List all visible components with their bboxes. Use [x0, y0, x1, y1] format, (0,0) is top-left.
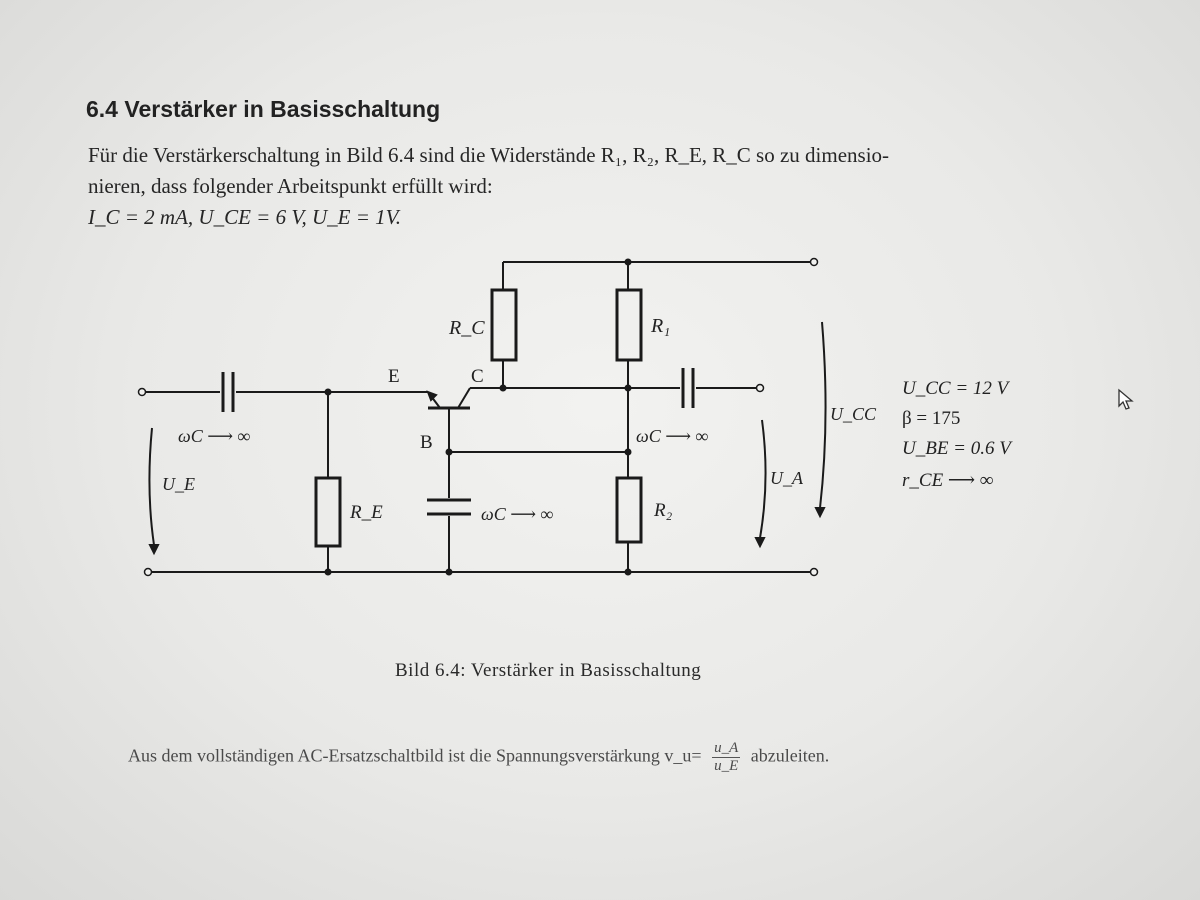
- mouse-cursor-icon: [1117, 388, 1135, 417]
- terminal-input: [137, 387, 147, 397]
- label-ucc: U_CC: [830, 404, 877, 424]
- label-wc-left: ωC ⟶ ∞: [178, 426, 250, 446]
- label-r1: R₁: [650, 315, 670, 337]
- terminal-supply: [809, 257, 819, 267]
- resistor-r1: [615, 288, 643, 362]
- label-re: R_E: [349, 502, 383, 523]
- arrow-ue: [148, 427, 155, 546]
- fraction-denominator: u_E: [714, 758, 739, 774]
- bottom-text-before: Aus dem vollständigen AC-Ersatzschaltbil…: [128, 745, 702, 766]
- bottom-text-after: abzuleiten.: [750, 745, 830, 766]
- terminal-ground: [809, 567, 819, 577]
- bottom-sentence: Aus dem vollständigen AC-Ersatzschaltbil…: [128, 740, 829, 775]
- figure-caption: Bild 6.4: Verstärker in Basisschaltung: [395, 660, 702, 681]
- section-title: Verstärker in Basisschaltung: [124, 96, 441, 122]
- label-base: B: [420, 432, 433, 453]
- resistor-re: [314, 476, 342, 548]
- label-emitter: E: [388, 366, 400, 387]
- label-wc-right: ωC ⟶ ∞: [636, 426, 708, 446]
- section-heading: 6.4 Verstärker in Basisschaltung: [86, 96, 440, 123]
- resistor-r2: [615, 476, 643, 544]
- param-beta: β = 175: [902, 408, 960, 429]
- fraction-numerator: u_A: [712, 740, 741, 758]
- label-ua: U_A: [770, 468, 804, 488]
- terminal-input-ground: [143, 567, 153, 577]
- terminal-output: [755, 383, 765, 393]
- intro-paragraph: Für die Verstärkerschaltung in Bild 6.4 …: [88, 140, 1118, 233]
- label-wc-bottom: ωC ⟶ ∞: [481, 504, 553, 524]
- intro-line-3: I_C = 2 mA, U_CE = 6 V, U_E = 1V.: [88, 205, 401, 229]
- arrow-ua: [759, 419, 767, 539]
- label-collector: C: [471, 366, 484, 387]
- param-ucc: U_CC = 12 V: [902, 378, 1011, 399]
- param-ube: U_BE = 0.6 V: [902, 438, 1013, 459]
- label-rc: R_C: [448, 317, 485, 339]
- label-ue: U_E: [162, 474, 195, 494]
- intro-line-2: nieren, dass folgender Arbeitspunkt erfü…: [88, 174, 493, 198]
- arrow-ucc: [819, 321, 827, 509]
- label-r2: R₂: [653, 500, 673, 521]
- resistor-rc: [490, 288, 518, 362]
- gain-fraction: u_A u_E: [712, 740, 741, 775]
- intro-line-1: Für die Verstärkerschaltung in Bild 6.4 …: [88, 143, 890, 167]
- param-rce: r_CE ⟶ ∞: [902, 470, 993, 491]
- section-number: 6.4: [86, 96, 118, 122]
